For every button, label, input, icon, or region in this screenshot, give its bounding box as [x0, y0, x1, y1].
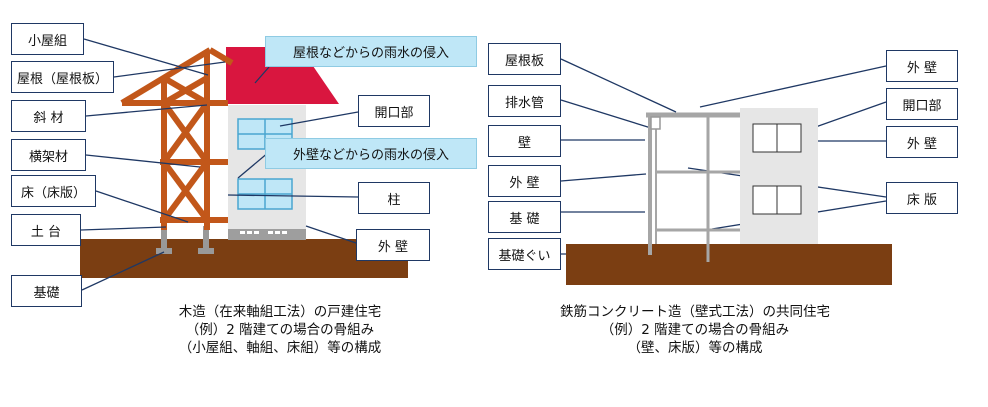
- label-yane: 屋根（屋根板）: [11, 61, 114, 93]
- caption-rc-line3: （壁、床版）等の構成: [627, 340, 763, 356]
- label-yukaban: 床 版: [886, 182, 958, 214]
- foundation-post: [156, 248, 172, 254]
- ground-right: [566, 244, 892, 285]
- timber-frame: [120, 47, 234, 230]
- label-shazai: 斜 材: [11, 100, 86, 132]
- foundation-post: [203, 226, 209, 249]
- foundation-post: [161, 226, 167, 249]
- label-koyagumi: 小屋組: [11, 23, 84, 55]
- house-base: [228, 229, 306, 240]
- label-kiso-rc: 基 礎: [488, 201, 561, 233]
- label-yuka: 床（床版）: [11, 175, 96, 207]
- ground-left: [80, 239, 408, 278]
- rc-window-lower: [752, 185, 802, 215]
- caption-wood: 木造（在来軸組工法）の戸建住宅 （例）2 階建ての場合の骨組み （小屋組、軸組、…: [145, 303, 415, 357]
- caption-wood-line3: （小屋組、軸組、床組）等の構成: [178, 340, 382, 356]
- label-dodai: 土 台: [11, 214, 81, 246]
- rc-frame: [646, 112, 740, 262]
- caption-wood-line1: 木造（在来軸組工法）の戸建住宅: [178, 304, 382, 320]
- caption-wood-line2: （例）2 階建ての場合の骨組み: [185, 322, 375, 338]
- label-gaiheki-left: 外 壁: [356, 229, 430, 261]
- caption-rc-line1: 鉄筋コンクリート造（壁式工法）の共同住宅: [560, 304, 830, 320]
- label-gaiheki-rc-right2: 外 壁: [886, 126, 958, 158]
- label-gaiheki-rc-right1: 外 壁: [886, 50, 958, 82]
- label-kaikoubu-rc: 開口部: [886, 88, 958, 120]
- drain-pipe-head: [650, 116, 661, 130]
- label-oukazai: 横架材: [11, 139, 86, 171]
- label-gaiheki-rc-left: 外 壁: [488, 165, 561, 197]
- caption-rc: 鉄筋コンクリート造（壁式工法）の共同住宅 （例）2 階建ての場合の骨組み （壁、…: [535, 303, 855, 357]
- label-yaneita: 屋根板: [488, 43, 561, 75]
- caption-rc-line2: （例）2 階建ての場合の骨組み: [600, 322, 790, 338]
- note-wall-rain: 外壁などからの雨水の侵入: [265, 138, 477, 169]
- foundation-post: [198, 248, 214, 254]
- label-haisuikan: 排水管: [488, 85, 561, 117]
- label-kisogui: 基礎ぐい: [488, 238, 561, 270]
- rc-window-upper: [752, 123, 802, 153]
- label-hashira: 柱: [358, 182, 430, 214]
- note-roof-rain: 屋根などからの雨水の侵入: [265, 36, 477, 67]
- window-lower: [237, 178, 293, 210]
- base-vents: [240, 231, 287, 234]
- label-kiso: 基礎: [11, 275, 82, 307]
- label-kaikoubu-left: 開口部: [358, 95, 430, 127]
- roof: [226, 47, 339, 104]
- label-kabe: 壁: [488, 125, 561, 157]
